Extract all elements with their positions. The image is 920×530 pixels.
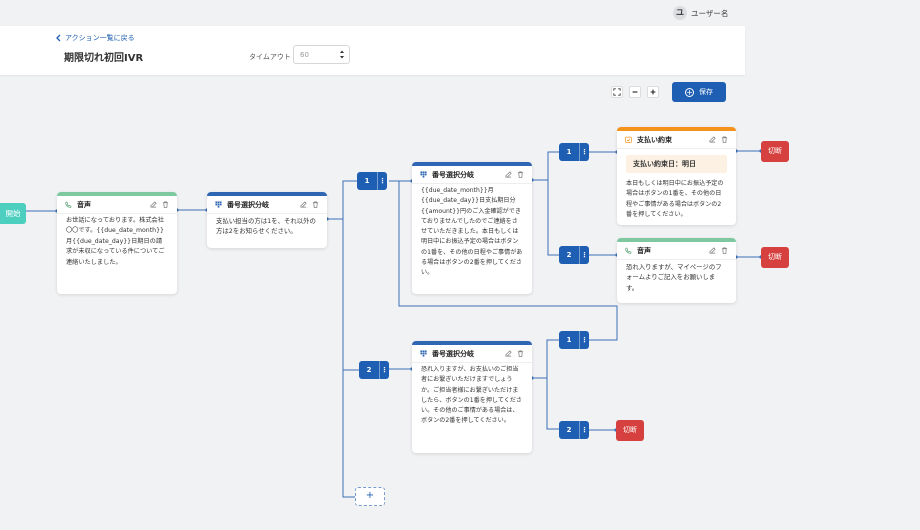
node-color-bar xyxy=(207,192,327,196)
zoom-out-button[interactable] xyxy=(629,86,641,98)
key-number: 2 xyxy=(366,366,372,374)
voice-node[interactable]: 音声 恐れ入りますが、マイページのフォームよりご記入をお願いします。 xyxy=(617,238,736,303)
hangup-node[interactable]: 切断 xyxy=(761,141,789,162)
node-body: 支払い担当の方は1を、それ以外の方は2をお知らせください。 xyxy=(207,213,327,243)
key-number: 1 xyxy=(364,177,370,185)
save-label: 保存 xyxy=(699,88,713,96)
key-2-option[interactable]: 2 ⋮ xyxy=(559,246,589,264)
branch-node[interactable]: 番号選択分岐 {{due_date_month}}月{{due_date_day… xyxy=(412,162,532,294)
edit-icon[interactable] xyxy=(150,201,157,208)
node-title: 支払い約束 xyxy=(637,135,672,144)
phone-icon xyxy=(625,247,632,254)
node-color-bar xyxy=(412,162,532,166)
node-body: 恐れ入りますが、マイページのフォームよりご記入をお願いします。 xyxy=(617,259,736,299)
node-body-text: 本日もしくは明日中にお振込予定の場合はボタンの1番を、その他の日程やご事情がある… xyxy=(626,180,724,218)
node-title: 番号選択分岐 xyxy=(227,200,269,209)
trash-icon[interactable] xyxy=(162,201,169,208)
key-number: 2 xyxy=(566,251,572,259)
node-header: 番号選択分岐 xyxy=(412,166,532,183)
user-name[interactable]: ユーザー名 xyxy=(691,9,729,18)
node-color-bar xyxy=(57,192,177,196)
node-color-bar xyxy=(412,341,532,345)
edit-icon[interactable] xyxy=(505,171,512,178)
back-link[interactable]: アクション一覧に戻る xyxy=(55,33,135,43)
timeout-label: タイムアウト xyxy=(249,53,291,61)
fit-screen-button[interactable] xyxy=(611,86,623,98)
edit-icon[interactable] xyxy=(300,201,307,208)
promise-date-highlight: 支払い約束日：明日 xyxy=(626,155,727,174)
phone-icon xyxy=(65,201,72,208)
node-body: 支払い約束日：明日 本日もしくは明日中にお振込予定の場合はボタンの1番を、その他… xyxy=(617,148,736,225)
voice-node[interactable]: 音声 お世話になっております。株式会社〇〇です。{{due_date_month… xyxy=(57,192,177,294)
chevron-left-icon xyxy=(56,34,61,42)
node-header: 番号選択分岐 xyxy=(412,345,532,362)
node-color-bar xyxy=(617,238,736,242)
more-vertical-icon[interactable]: ⋮ xyxy=(579,331,589,349)
key-2-option[interactable]: 2 ⋮ xyxy=(359,361,389,379)
timeout-input[interactable]: 60 xyxy=(293,45,350,64)
node-header: 番号選択分岐 xyxy=(207,196,327,213)
save-button[interactable]: + 保存 xyxy=(672,82,726,102)
timeout-placeholder: 60 xyxy=(300,51,309,59)
payment-promise-node[interactable]: 支払い約束 支払い約束日：明日 本日もしくは明日中にお振込予定の場合はボタンの1… xyxy=(617,127,736,225)
fit-screen-icon xyxy=(613,88,621,96)
node-title: 番号選択分岐 xyxy=(432,170,474,179)
key-1-option[interactable]: 1 ⋮ xyxy=(357,172,387,190)
key-number: 1 xyxy=(566,336,572,344)
branch-node[interactable]: 番号選択分岐 恐れ入りますが、お支払いのご担当者にお繋ぎいただけますでしょうか。… xyxy=(412,341,532,453)
node-body: {{due_date_month}}月{{due_date_day}}日支払期日… xyxy=(412,183,532,285)
node-title: 音声 xyxy=(77,200,91,209)
key-number: 1 xyxy=(566,148,572,156)
edit-icon[interactable] xyxy=(505,350,512,357)
keypad-icon xyxy=(420,350,427,357)
key-1-option[interactable]: 1 ⋮ xyxy=(559,143,589,161)
trash-icon[interactable] xyxy=(721,136,728,143)
page-header: アクション一覧に戻る 期限切れ初回IVR タイムアウト 60 xyxy=(0,26,745,75)
trash-icon[interactable] xyxy=(721,247,728,254)
node-color-bar xyxy=(617,127,736,131)
node-header: 音声 xyxy=(617,242,736,259)
node-title: 番号選択分岐 xyxy=(432,349,474,358)
hangup-node[interactable]: 切断 xyxy=(616,420,644,441)
node-title: 音声 xyxy=(637,246,651,255)
edit-icon[interactable] xyxy=(709,247,716,254)
trash-icon[interactable] xyxy=(517,171,524,178)
key-number: 2 xyxy=(566,426,572,434)
plus-icon xyxy=(650,89,656,95)
more-vertical-icon[interactable]: ⋮ xyxy=(377,172,387,190)
start-node[interactable]: 開始 xyxy=(0,203,26,224)
more-vertical-icon[interactable]: ⋮ xyxy=(579,143,589,161)
key-2-option[interactable]: 2 ⋮ xyxy=(559,421,589,439)
branch-node[interactable]: 番号選択分岐 支払い担当の方は1を、それ以外の方は2をお知らせください。 xyxy=(207,192,327,248)
node-header: 音声 xyxy=(57,196,177,213)
minus-icon xyxy=(632,91,638,93)
plus-circle-icon: + xyxy=(685,87,694,97)
node-header: 支払い約束 xyxy=(617,131,736,148)
page-title: 期限切れ初回IVR xyxy=(64,53,144,64)
keypad-icon xyxy=(420,171,427,178)
key-1-option[interactable]: 1 ⋮ xyxy=(559,331,589,349)
more-vertical-icon[interactable]: ⋮ xyxy=(579,421,589,439)
add-branch-button[interactable]: + xyxy=(355,487,385,506)
trash-icon[interactable] xyxy=(312,201,319,208)
hangup-node[interactable]: 切断 xyxy=(761,247,789,268)
stepper-icon[interactable] xyxy=(339,49,345,60)
avatar[interactable]: ユ xyxy=(673,6,687,20)
back-link-label: アクション一覧に戻る xyxy=(65,34,135,42)
node-body: お世話になっております。株式会社〇〇です。{{due_date_month}}月… xyxy=(57,213,177,274)
edit-icon[interactable] xyxy=(709,136,716,143)
user-bar: ユ ユーザー名 xyxy=(0,0,920,26)
zoom-in-button[interactable] xyxy=(647,86,659,98)
node-body: 恐れ入りますが、お支払いのご担当者にお繋ぎいただけますでしょうか。ご担当者様にお… xyxy=(412,362,532,433)
more-vertical-icon[interactable]: ⋮ xyxy=(379,361,389,379)
trash-icon[interactable] xyxy=(517,350,524,357)
keypad-icon xyxy=(215,201,222,208)
more-vertical-icon[interactable]: ⋮ xyxy=(579,246,589,264)
calendar-check-icon xyxy=(625,136,632,143)
